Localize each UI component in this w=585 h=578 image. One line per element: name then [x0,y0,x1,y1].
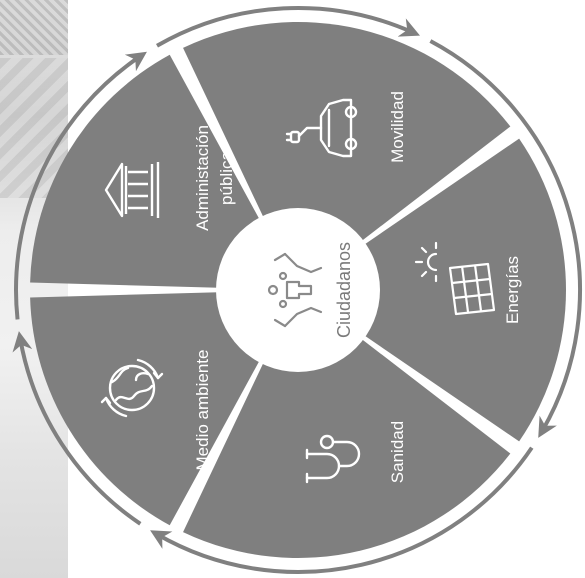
cycle-arrow [12,331,142,526]
globe-recycle-icon [100,358,164,418]
background-photo-detail [0,0,68,55]
electric-car-icon [285,98,358,158]
label-sanidad: Sanidad [388,421,407,483]
cycle-arrow [150,446,534,574]
center-label: Ciudadanos [334,242,354,338]
label-administracion-line1: Administación [193,125,212,231]
segment-sanidad [183,290,511,559]
stethoscope-icon [305,434,361,484]
label-medio-ambiente: Medio ambiente [193,350,212,471]
label-movilidad: Movilidad [388,91,407,163]
hands-people-icon [267,252,323,328]
solar-panel-icon [448,262,496,316]
label-administracion-line2: pública [217,151,236,205]
cycle-arrow [156,6,421,48]
cycle-arrow [429,39,582,438]
segments-group [30,21,566,559]
segment-medio-ambiente [30,290,298,526]
label-energias: Energías [503,256,522,324]
government-building-icon [104,162,160,218]
background-photo-strip [0,0,68,578]
segment-administracion [30,54,298,290]
segment-energias [298,138,566,442]
cycle-arrow [14,51,147,320]
sun-icon [414,241,438,283]
center-circle [216,208,380,372]
cycle-arrows [12,6,582,574]
